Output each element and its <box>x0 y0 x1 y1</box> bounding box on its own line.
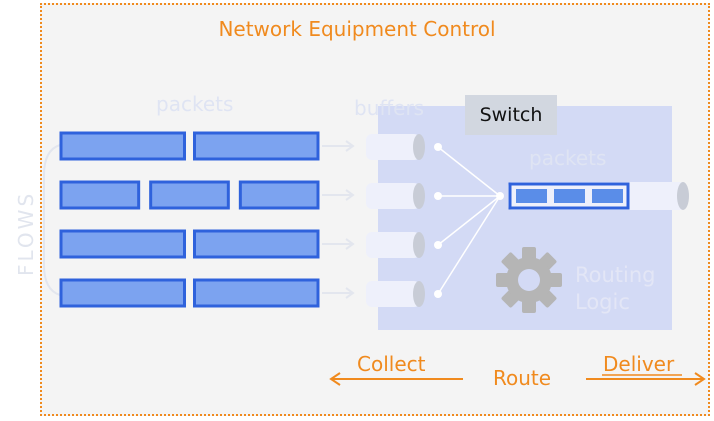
fan-dot <box>434 192 442 200</box>
arrow-left-icon <box>329 372 463 386</box>
flow-arrowhead <box>345 140 355 152</box>
packets-label-left: packets <box>156 92 234 116</box>
buffer-end <box>413 134 425 160</box>
fan-line <box>437 146 501 197</box>
packet <box>59 180 141 210</box>
buffer-end <box>413 232 425 258</box>
routing-logic-line-2: Logic <box>575 290 630 314</box>
collect-label: Collect <box>357 352 426 376</box>
flows-label-box: FLOWS <box>14 191 38 276</box>
buffers-label: buffers <box>354 96 425 120</box>
packet <box>193 229 320 259</box>
routing-logic-label: Routing Logic <box>575 262 656 316</box>
switch-label-box: Switch <box>465 95 557 135</box>
buffer <box>366 281 420 307</box>
deliver-label: Deliver <box>603 352 675 376</box>
flows-label: FLOWS <box>14 191 38 276</box>
routing-logic-line-1: Routing <box>575 263 656 287</box>
packet <box>238 180 320 210</box>
switch-label: Switch <box>479 104 543 126</box>
queue-packet <box>554 189 585 203</box>
queue-packet <box>516 189 547 203</box>
buffer <box>366 232 420 258</box>
fan-line <box>437 195 501 246</box>
packets-label-right: packets <box>529 146 607 170</box>
flow-arrowhead <box>345 189 355 201</box>
flow-arrowhead <box>345 238 355 250</box>
buffer-end <box>413 183 425 209</box>
fan-dot <box>434 241 442 249</box>
fan-dot <box>496 192 504 200</box>
flow-arrowhead <box>345 287 355 299</box>
flows-brace <box>43 144 61 296</box>
packet <box>193 278 320 308</box>
arrow-right-icon <box>586 372 706 386</box>
queue-end <box>677 182 689 210</box>
packet <box>59 131 186 161</box>
packet <box>59 229 186 259</box>
route-label: Route <box>493 366 552 390</box>
gear-icon <box>496 247 562 313</box>
packet <box>149 180 230 210</box>
fan-dot <box>434 143 442 151</box>
fan-line <box>437 195 501 295</box>
packet <box>59 278 186 308</box>
fan-dot <box>434 290 442 298</box>
packet <box>193 131 320 161</box>
buffer-end <box>413 281 425 307</box>
queue-packet <box>592 189 623 203</box>
buffer <box>366 134 420 160</box>
buffer <box>366 183 420 209</box>
diagram-title: Network Equipment Control <box>218 17 496 41</box>
